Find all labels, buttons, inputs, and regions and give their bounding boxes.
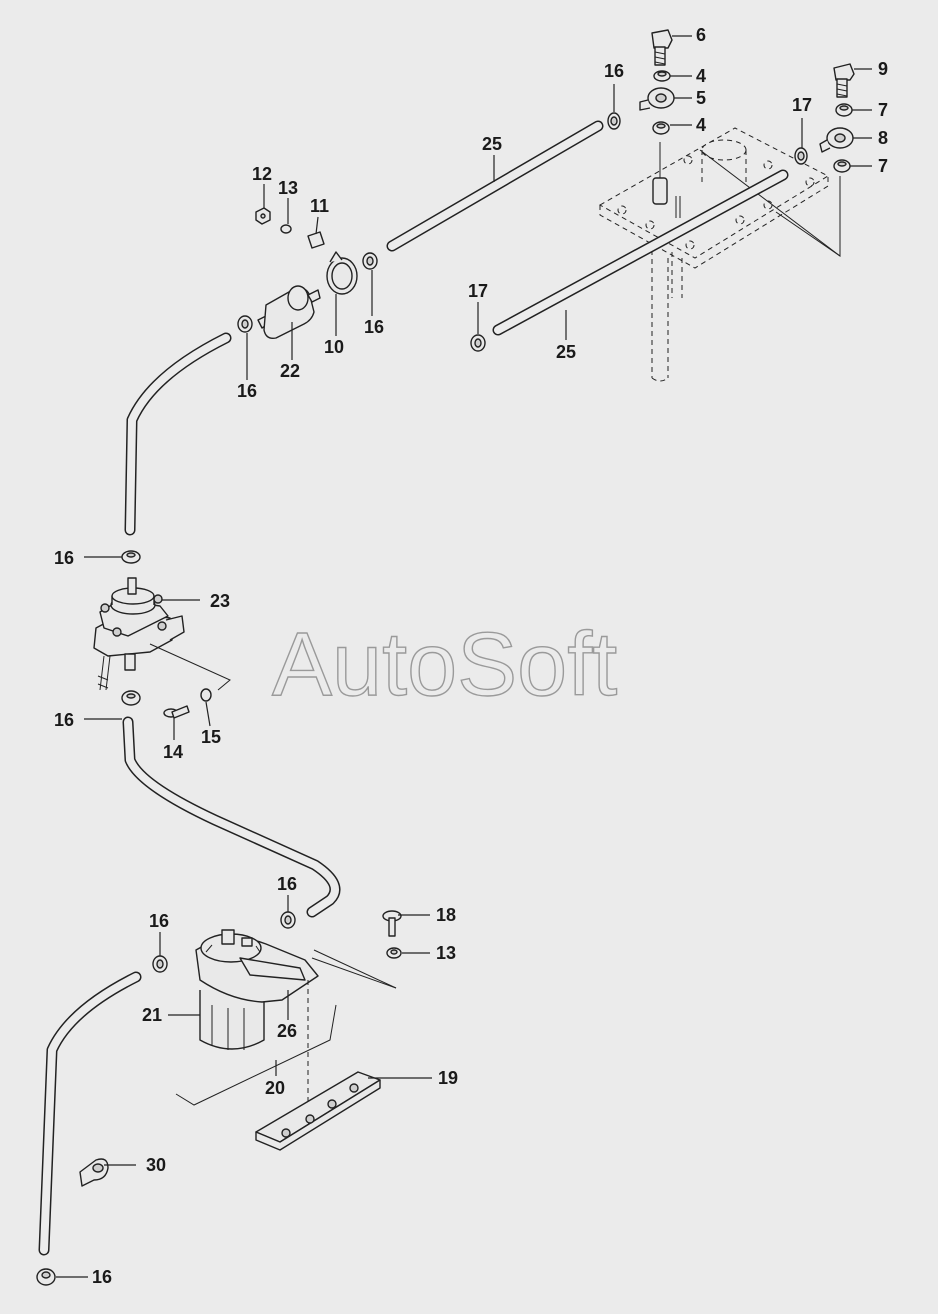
callout-7-upper: 7: [878, 100, 888, 120]
hose-clip-30: [79, 1158, 109, 1187]
callout-14: 14: [163, 742, 183, 762]
callout-11: 11: [310, 196, 329, 216]
hose-clamp-16-e: [121, 690, 141, 706]
hose-clamp-16-a: [607, 112, 621, 130]
callout-17-a: 17: [792, 95, 812, 115]
hose-clamp-16-d: [121, 550, 141, 564]
callout-25-upper: 25: [482, 134, 502, 154]
callout-18: 18: [436, 905, 456, 925]
hose-clamp-16-f: [280, 911, 296, 929]
hose-clamp-16-b: [362, 252, 378, 270]
callout-16-e: 16: [54, 710, 74, 730]
bolt-14: [163, 705, 190, 719]
callout-13-upper: 13: [278, 178, 298, 198]
callout-22: 22: [280, 361, 300, 381]
callout-16-g: 16: [149, 911, 169, 931]
hose-clamp-16-c: [237, 315, 253, 333]
fuel-hose-upper-left: [124, 332, 232, 536]
washer-13-lower: [386, 947, 402, 959]
mounting-plate-19: [255, 1071, 381, 1151]
callout-4-lower: 4: [696, 115, 706, 135]
spacer-11: [307, 231, 325, 249]
tank-mounting-plate: [598, 127, 841, 382]
callout-26: 26: [277, 1021, 297, 1041]
callout-13-lower: 13: [436, 943, 456, 963]
fuel-filter-assembly: [195, 929, 397, 1050]
bolt-18: [382, 910, 402, 937]
fuel-hose-middle: [122, 716, 341, 918]
fuel-hose-lower-left: [38, 971, 142, 1256]
banjo-fitting-8: [819, 127, 854, 153]
banjo-bolt-9: [833, 63, 855, 98]
callout-21: 21: [142, 1005, 162, 1025]
callout-16-h: 16: [92, 1267, 112, 1287]
watermark: AutoSoft: [272, 615, 617, 715]
callout-16-d: 16: [54, 548, 74, 568]
callout-19: 19: [438, 1068, 458, 1088]
callout-15: 15: [201, 727, 221, 747]
washer-13-upper: [280, 224, 292, 234]
callout-6: 6: [696, 25, 706, 45]
callout-9: 9: [878, 59, 888, 79]
callout-4-upper: 4: [696, 66, 706, 86]
callout-7-lower: 7: [878, 156, 888, 176]
banjo-fitting-5: [639, 87, 675, 111]
callout-20: 20: [265, 1078, 285, 1098]
mounting-bracket-20-outline: [175, 980, 337, 1130]
hose-clamp-17-a: [794, 147, 808, 165]
callout-16-c: 16: [237, 381, 257, 401]
hose-clamp-17-b: [470, 334, 486, 352]
sealing-washer-4-upper: [653, 70, 671, 82]
callout-16-a: 16: [604, 61, 624, 81]
callout-10: 10: [324, 337, 344, 357]
callout-17-b: 17: [468, 281, 488, 301]
callout-8: 8: [878, 128, 888, 148]
fuel-tube-25-upper: [386, 120, 604, 252]
nut-12: [255, 207, 271, 225]
hose-clamp-16-h: [36, 1268, 56, 1286]
hose-clamp-16-g: [152, 955, 168, 973]
inline-fuel-filter-22: [257, 285, 321, 340]
callout-12: 12: [252, 164, 272, 184]
fuel-pump-23: [93, 577, 231, 691]
nut-15: [200, 688, 212, 702]
banjo-bolt-6: [651, 29, 673, 66]
clamp-bracket-10: [326, 251, 358, 295]
callout-5: 5: [696, 88, 706, 108]
sealing-washer-7-upper: [835, 103, 853, 117]
callout-16-f: 16: [277, 874, 297, 894]
callout-23: 23: [210, 591, 230, 611]
callout-labels: 6 4 5 4 9 7 8 7 16 17 25 12 13 11 10 16 …: [54, 25, 888, 1287]
leader-lines: [56, 35, 872, 1278]
sealing-washer-7-lower: [833, 159, 851, 173]
callout-25-lower: 25: [556, 342, 576, 362]
callout-16-b: 16: [364, 317, 384, 337]
fuel-tube-25-lower: [492, 169, 789, 336]
sealing-washer-4-lower: [652, 121, 670, 135]
callout-30: 30: [146, 1155, 166, 1175]
